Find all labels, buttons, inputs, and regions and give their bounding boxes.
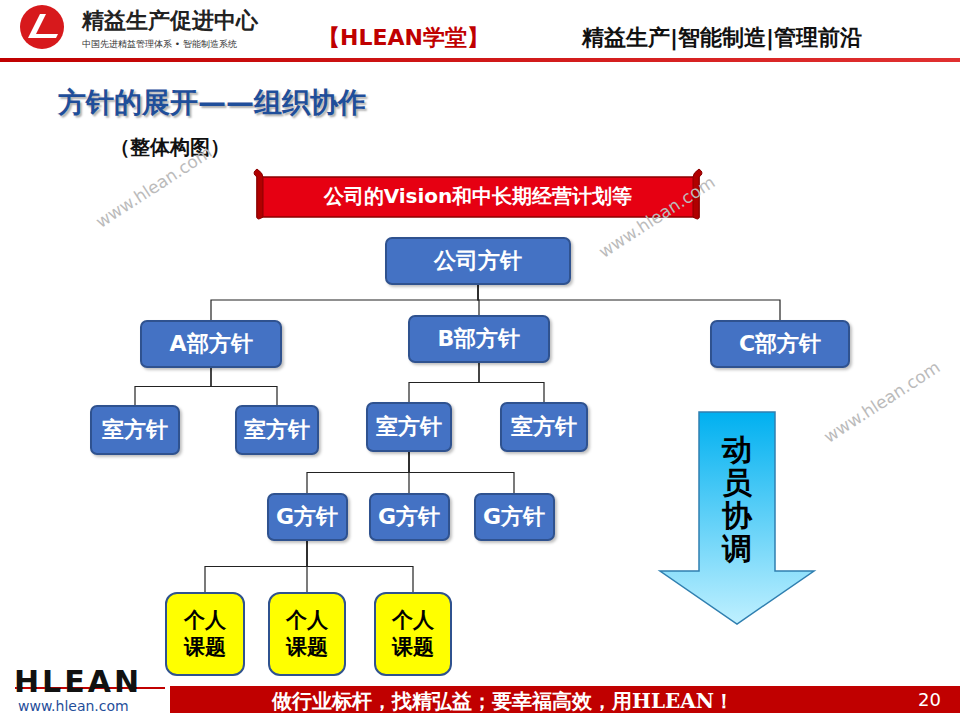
tree-connector bbox=[409, 452, 514, 493]
policy-box: 公司方针 bbox=[385, 237, 571, 285]
node-text: G方针 bbox=[276, 503, 338, 532]
tagline: 精益生产|智能制造|管理前沿 bbox=[582, 23, 862, 53]
tree-connector bbox=[211, 368, 277, 405]
node-text: 室方针 bbox=[244, 416, 310, 445]
policy-box: B部方针 bbox=[408, 315, 550, 363]
scroll-banner: 公司的Vision和中长期经营计划等 bbox=[255, 173, 701, 219]
node-text: 个人 课题 bbox=[285, 607, 329, 662]
slide-title: 方针的展开——组织协作 bbox=[58, 84, 366, 122]
down-arrow: 动员协调 bbox=[659, 411, 815, 625]
tree-connector bbox=[205, 541, 307, 592]
policy-box: A部方针 bbox=[140, 320, 282, 368]
logo-text: 精益生产促进中心 bbox=[82, 6, 258, 36]
arrow-body bbox=[660, 412, 814, 624]
footer-url: www.hlean.com bbox=[18, 698, 129, 714]
node-text: 室方针 bbox=[376, 413, 442, 442]
vertical-label: 动员协调 bbox=[722, 433, 752, 565]
node-text: 公司的Vision和中长期经营计划等 bbox=[324, 183, 633, 209]
policy-box: 室方针 bbox=[500, 402, 588, 452]
policy-box: 室方针 bbox=[366, 402, 452, 452]
node-text: 个人 课题 bbox=[391, 607, 435, 662]
task-box: 个人 课题 bbox=[374, 592, 452, 676]
task-box: 个人 课题 bbox=[268, 592, 346, 676]
node-text: B部方针 bbox=[438, 325, 521, 354]
page-number: 20 bbox=[918, 689, 941, 710]
tree-connector bbox=[409, 363, 479, 402]
node-text: 个人 课题 bbox=[183, 607, 227, 662]
node-text: 室方针 bbox=[102, 416, 168, 445]
policy-box: C部方针 bbox=[710, 320, 850, 368]
banner-body bbox=[257, 177, 699, 217]
policy-box: G方针 bbox=[267, 493, 348, 541]
logo-circle bbox=[20, 5, 64, 49]
policy-box: 室方针 bbox=[235, 405, 319, 455]
tree-connector bbox=[479, 363, 544, 402]
tree-connector bbox=[307, 452, 409, 493]
policy-box: 室方针 bbox=[90, 405, 180, 455]
node-text: A部方针 bbox=[169, 330, 252, 359]
logo-mark bbox=[28, 14, 58, 38]
node-text: 室方针 bbox=[511, 413, 577, 442]
task-box: 个人 课题 bbox=[165, 592, 245, 676]
tree-connector bbox=[307, 541, 413, 592]
brand-label: 【HLEAN学堂】 bbox=[318, 23, 489, 53]
node-text: G方针 bbox=[378, 503, 440, 532]
policy-box: G方针 bbox=[474, 493, 555, 541]
watermark: www.hlean.com bbox=[820, 357, 944, 447]
footer-logo: HLEAN bbox=[14, 664, 142, 699]
tree-connector bbox=[135, 368, 211, 405]
logo-subtitle: 中国先进精益管理体系 • 智能制造系统 bbox=[82, 38, 237, 51]
node-text: 公司方针 bbox=[434, 247, 522, 276]
node-text: C部方针 bbox=[739, 330, 821, 359]
header-rule bbox=[0, 58, 960, 62]
policy-box: G方针 bbox=[369, 493, 450, 541]
node-text: G方针 bbox=[483, 503, 545, 532]
scroll-curl bbox=[254, 169, 263, 219]
footer-slogan: 做行业标杆，找精弘益；要幸福高效，用HLEAN！ bbox=[272, 688, 734, 715]
